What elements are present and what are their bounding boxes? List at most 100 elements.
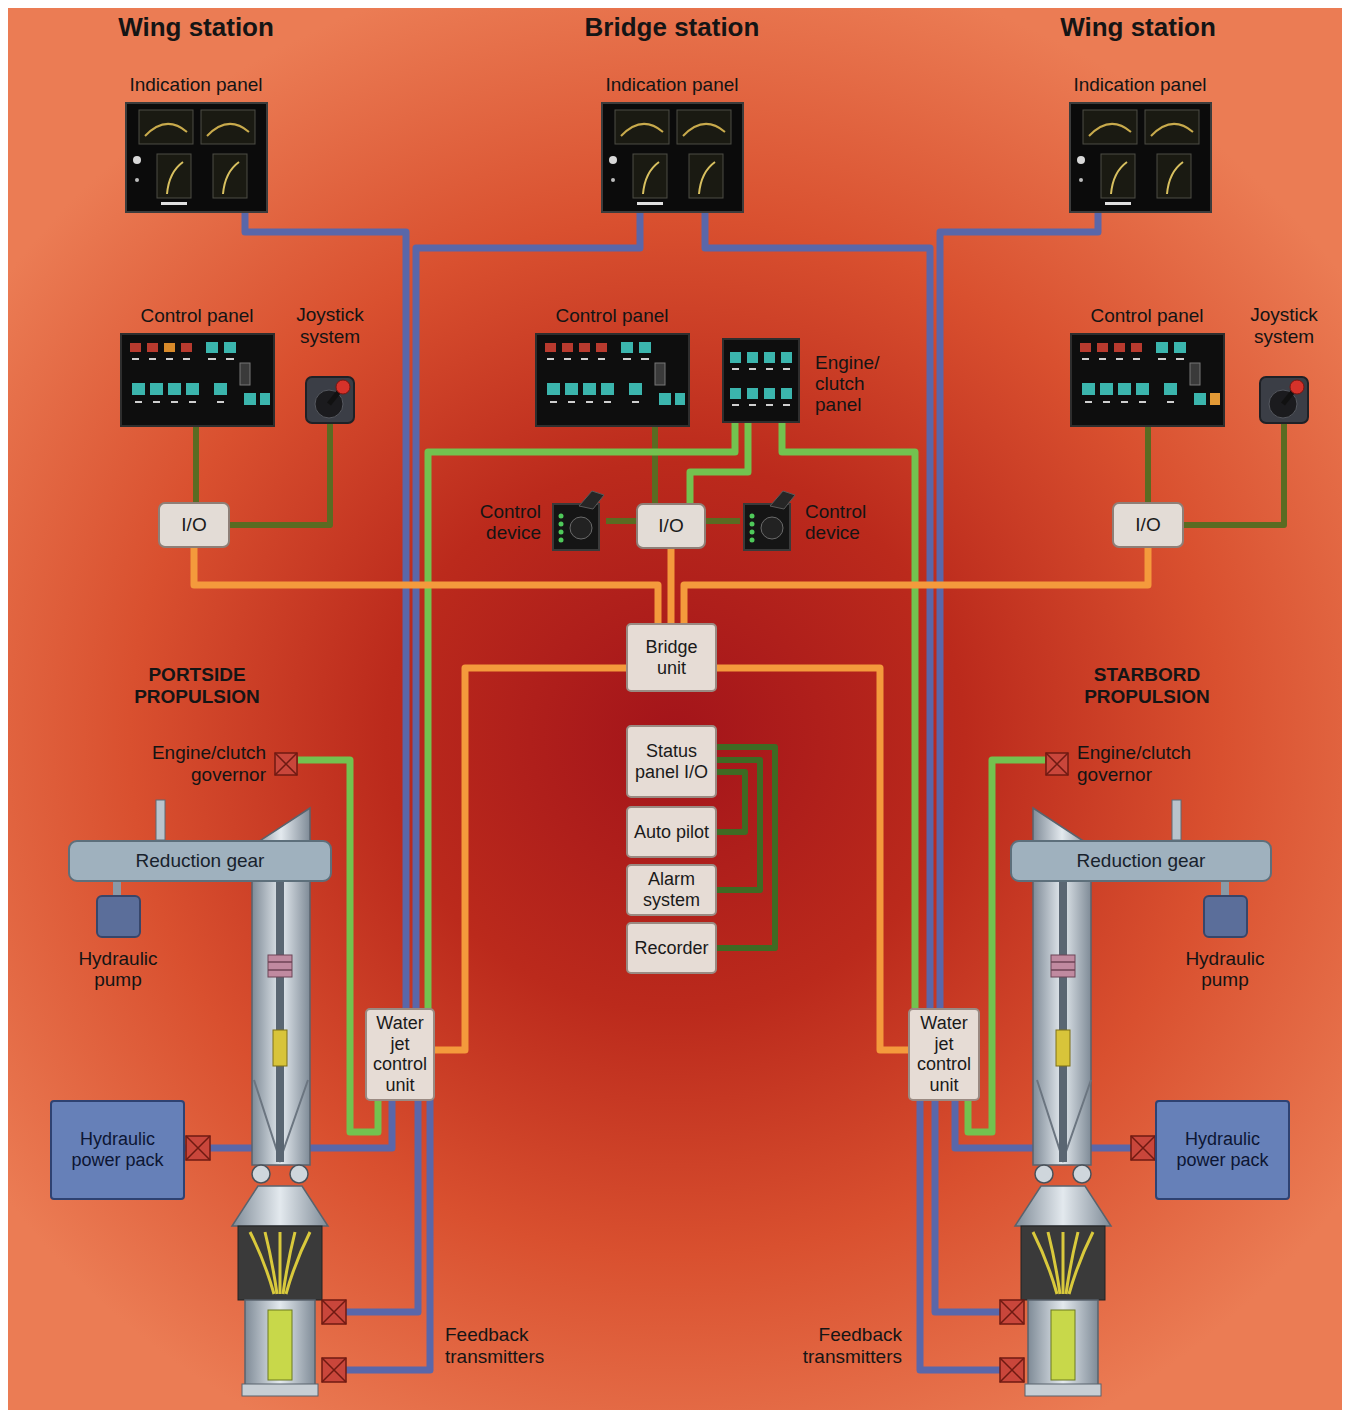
connector-line	[606, 518, 636, 524]
gauge-screen	[1157, 154, 1191, 198]
button-caption	[1133, 358, 1140, 360]
coupling	[1051, 955, 1075, 977]
connector-line	[416, 213, 640, 1008]
button-caption	[604, 401, 611, 403]
shaft-sleeve	[273, 1030, 287, 1066]
coupling	[268, 955, 292, 977]
gauge-arc	[207, 124, 249, 136]
io-box: I/O	[1112, 502, 1184, 548]
panel-face	[536, 334, 689, 426]
button	[1174, 342, 1186, 353]
connector-line	[1184, 424, 1284, 525]
symbol-box	[1000, 1300, 1024, 1324]
button-caption	[189, 401, 196, 403]
control-panel-picture	[120, 333, 275, 427]
button	[764, 388, 775, 399]
node-text: Indication panel	[1060, 74, 1220, 96]
node-text: Control panel	[1066, 305, 1228, 327]
impeller-vane	[286, 1232, 310, 1294]
panel-face	[1071, 334, 1224, 426]
gauge-curve	[167, 162, 183, 194]
station-heading: Wing station	[1028, 13, 1248, 42]
connector-line	[652, 427, 658, 503]
button	[629, 383, 642, 395]
joystick-picture	[1259, 376, 1309, 424]
nozzle-core	[1051, 1310, 1075, 1380]
gauge-screen	[157, 154, 191, 198]
symbol-cross	[1000, 1358, 1024, 1382]
control-panel: Control panel	[531, 305, 693, 427]
symbol-cross	[322, 1300, 346, 1324]
button	[547, 383, 560, 395]
gauge-arc	[621, 124, 663, 136]
button-caption	[550, 401, 557, 403]
gauge-screen	[1083, 110, 1137, 144]
power-pack-box: Hydraulic power pack	[50, 1100, 185, 1200]
button-caption	[598, 358, 605, 360]
gauge-arc	[1151, 124, 1193, 136]
connector-line	[717, 747, 775, 948]
button	[150, 383, 163, 395]
button	[1156, 342, 1168, 353]
button-caption	[749, 368, 756, 370]
button	[1136, 383, 1149, 395]
node-text: Reduction gear	[1077, 850, 1206, 872]
node-text: Hydraulic pump	[73, 948, 163, 990]
led	[750, 514, 755, 519]
button	[164, 343, 175, 352]
symbol-cross	[1000, 1300, 1024, 1324]
button	[186, 383, 199, 395]
button-caption	[586, 401, 593, 403]
symbol-cross	[186, 1136, 210, 1160]
shaft	[276, 882, 284, 1162]
pump-cone	[232, 1186, 328, 1226]
side-heading: PORTSIDE PROPULSION	[112, 664, 282, 708]
button-caption	[1139, 401, 1146, 403]
button-caption	[732, 368, 739, 370]
indicator-bar	[637, 202, 663, 205]
button-caption	[1082, 358, 1089, 360]
control-panel: Control panel	[1066, 305, 1228, 427]
button-caption	[149, 358, 156, 360]
hydraulic-pump: Hydraulic pump	[73, 895, 163, 990]
node-text: Indication panel	[116, 74, 276, 96]
node-text: Engine/clutch governor	[126, 742, 266, 786]
dial	[761, 517, 783, 539]
pump-picture	[1203, 895, 1248, 938]
node-text: Water jet control unit	[913, 1013, 975, 1096]
button-caption	[135, 401, 142, 403]
button	[1131, 343, 1142, 352]
impeller-vane	[1069, 1232, 1093, 1294]
connector-line	[706, 518, 740, 524]
button-caption	[766, 404, 773, 406]
symbol-box	[322, 1358, 346, 1382]
io-box: I/O	[636, 503, 706, 549]
connector-line	[230, 424, 330, 525]
steering-nozzle	[1028, 1300, 1098, 1386]
led	[750, 538, 755, 543]
button	[562, 343, 573, 352]
button	[1100, 383, 1113, 395]
impeller-vane	[279, 1232, 282, 1294]
gauge-curve	[643, 162, 659, 194]
node-text: Engine/ clutch panel	[815, 352, 890, 415]
pump-picture	[96, 895, 141, 938]
control-device-picture	[740, 490, 797, 553]
indicator-bar	[161, 202, 187, 205]
connector-line	[193, 427, 199, 502]
joystick-system: Joystick system	[288, 304, 372, 424]
node-text: I/O	[181, 514, 206, 536]
button-caption	[564, 358, 571, 360]
knob	[1077, 156, 1085, 164]
control-device: Control device	[740, 490, 880, 553]
node-text: Hydraulic power pack	[55, 1129, 180, 1170]
button	[545, 343, 556, 352]
connector-line	[428, 423, 735, 1008]
button	[181, 343, 192, 352]
gauge-curve	[699, 162, 715, 194]
button	[579, 343, 590, 352]
panel-face	[1070, 103, 1211, 212]
node-text: Alarm system	[631, 869, 712, 910]
button-caption	[1116, 358, 1123, 360]
button	[596, 343, 607, 352]
